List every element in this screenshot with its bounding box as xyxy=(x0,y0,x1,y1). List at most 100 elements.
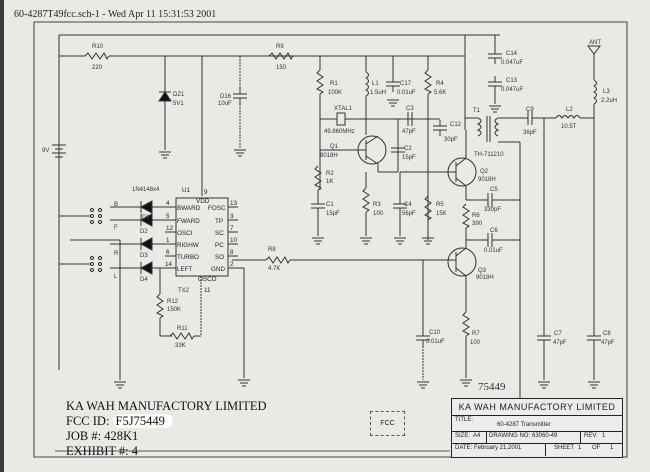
switch-b-label: B xyxy=(114,202,118,208)
c17-value: 0.01uF xyxy=(397,90,416,96)
q2-ref: Q2 xyxy=(480,169,489,175)
c8-value: 47pF xyxy=(601,340,615,346)
c2-value: 15pF xyxy=(402,155,416,161)
transistor-q2-icon xyxy=(447,157,477,187)
drawing-border xyxy=(33,21,628,458)
ic-osco-label: OSCO xyxy=(198,276,217,283)
r6-value: 390 xyxy=(472,221,483,227)
r3-ref: R3 xyxy=(373,202,381,208)
ic-pin-name: GND xyxy=(211,266,225,273)
drawing-value: 63060-49 xyxy=(532,433,558,439)
xtal1-value: 49.860MHz xyxy=(324,129,355,135)
r11-value: 33K xyxy=(175,343,186,349)
c7-value: 47pF xyxy=(553,340,567,346)
resistor-r4-symbol xyxy=(424,69,432,95)
inductor-l3-icon xyxy=(593,79,597,105)
c5-ref: C5 xyxy=(490,187,498,193)
diode-d1-icon xyxy=(139,200,153,214)
ic-pin-num: 1 xyxy=(166,237,170,244)
fcc-stamp-box: FCC xyxy=(370,411,405,436)
company-note: KA WAH MANUFACTORY LIMITED xyxy=(66,399,267,413)
ic-u1-body xyxy=(175,197,229,277)
r7-ref: R7 xyxy=(472,331,480,337)
l3-ref: L3 xyxy=(603,89,610,95)
title-block: KA WAH MANUFACTORY LIMITED TITLE: 60-428… xyxy=(451,398,623,458)
d4-ref: D4 xyxy=(140,277,148,283)
ic-pin-name: OSCI xyxy=(177,230,193,237)
ic-pin-num: 8 xyxy=(230,249,234,256)
c5-value: 330pF xyxy=(484,207,501,213)
ic-pin-name: TP xyxy=(215,218,223,225)
c13-value: 0.047uF xyxy=(501,87,523,93)
ic-pin-num: 2 xyxy=(230,261,234,268)
job-label: JOB #: xyxy=(66,429,102,443)
c4-ref: C4 xyxy=(404,202,412,208)
title-block-company: KA WAH MANUFACTORY LIMITED xyxy=(452,399,622,416)
ic-pin-name: FOSC xyxy=(208,205,226,212)
transformer-t1-icon xyxy=(476,117,482,137)
l2-value: 10.5T xyxy=(561,124,577,130)
ic-pin-name: BWARD xyxy=(177,205,201,212)
dz1-ref: DZ1 xyxy=(173,92,185,98)
fcc-id-label: FCC ID: xyxy=(66,414,110,428)
sheet-value: 1 xyxy=(578,445,582,451)
r5-ref: R5 xyxy=(436,202,444,208)
c1-value: 15pF xyxy=(326,211,340,217)
q3-value: 9018H xyxy=(476,275,494,281)
fcc-id-line: FCC ID: F5J75449 xyxy=(66,414,173,428)
capacitor-d16-symbol xyxy=(232,87,248,105)
diode-d4-icon xyxy=(139,261,153,275)
ic-pin-num: 3 xyxy=(230,213,234,220)
ic-osco-pin: 11 xyxy=(204,287,211,294)
c9-value: 36pF xyxy=(523,130,537,136)
l1-value: 1.5uH xyxy=(370,90,386,96)
sheet-label: SHEET xyxy=(554,445,575,451)
date-label: DATE: xyxy=(455,445,473,451)
c9-ref: C9 xyxy=(526,107,534,113)
c3-ref: C3 xyxy=(406,106,414,112)
resistor-r1-symbol xyxy=(316,69,324,95)
exhibit-value: 4 xyxy=(131,444,138,458)
q1-ref: Q1 xyxy=(330,144,339,150)
fcc-id-value: F5J75449 xyxy=(112,414,173,428)
title-block-title-row: TITLE: 60-4287 Transmitter xyxy=(452,416,622,432)
ic-right-pins: FOSC 13 TP 3 SC 7 PC 10 SO 8 GND 2 xyxy=(208,200,238,273)
q1-value: 9018H xyxy=(320,153,338,159)
zener-diode-icon xyxy=(158,91,172,102)
c6-ref: C6 xyxy=(490,228,498,234)
resistor-r11-symbol xyxy=(169,332,195,340)
resistor-r8-symbol xyxy=(265,256,291,264)
r3-value: 100 xyxy=(373,211,384,217)
ic-vdd-label: VDD xyxy=(196,198,210,205)
t1-value: TH-711210 xyxy=(474,152,504,158)
r10-ref: R10 xyxy=(92,44,104,50)
title-block-size-row: SIZE: A4 DRAWING NO: 63060-49 REV: 1 xyxy=(452,432,622,444)
inductor-l1-icon xyxy=(365,71,369,97)
ic-pin-num: 7 xyxy=(230,225,234,232)
xtal1-ref: XTAL1 xyxy=(334,106,353,112)
c8-ref: C8 xyxy=(603,331,611,337)
l3-value: 2.2uH xyxy=(601,98,617,104)
battery-value: 9V xyxy=(42,148,49,154)
resistor-r12-symbol xyxy=(156,293,164,319)
ic-pin-num: 10 xyxy=(230,237,238,244)
c4-value: 56pF xyxy=(402,211,416,217)
size-label: SIZE: xyxy=(455,433,471,439)
ic-left-pins: BWARD 4 FWARD 5 OSCI 12 RIGHW 1 TURBO 6 … xyxy=(165,200,201,273)
ic-pin-name: LEFT xyxy=(177,266,193,273)
ic-pin-num: 4 xyxy=(166,200,170,207)
d1-ref: D1 xyxy=(142,215,150,221)
r2-value: 1K xyxy=(326,179,333,185)
ic-pin-num: 14 xyxy=(165,261,173,268)
switch-l-label: L xyxy=(114,274,118,280)
r11-ref: R11 xyxy=(177,326,188,332)
switch-forward-back-icon xyxy=(90,208,102,224)
c6-value: 0.01uF xyxy=(484,248,503,254)
t1-ref: T1 xyxy=(473,108,481,114)
title-label: TITLE: xyxy=(455,417,474,423)
r9-value: 150 xyxy=(276,65,287,71)
tx2-label: TX2 xyxy=(178,288,190,294)
d2-ref: D2 xyxy=(140,229,148,235)
ic-pin-name: RIGHW xyxy=(177,242,199,249)
